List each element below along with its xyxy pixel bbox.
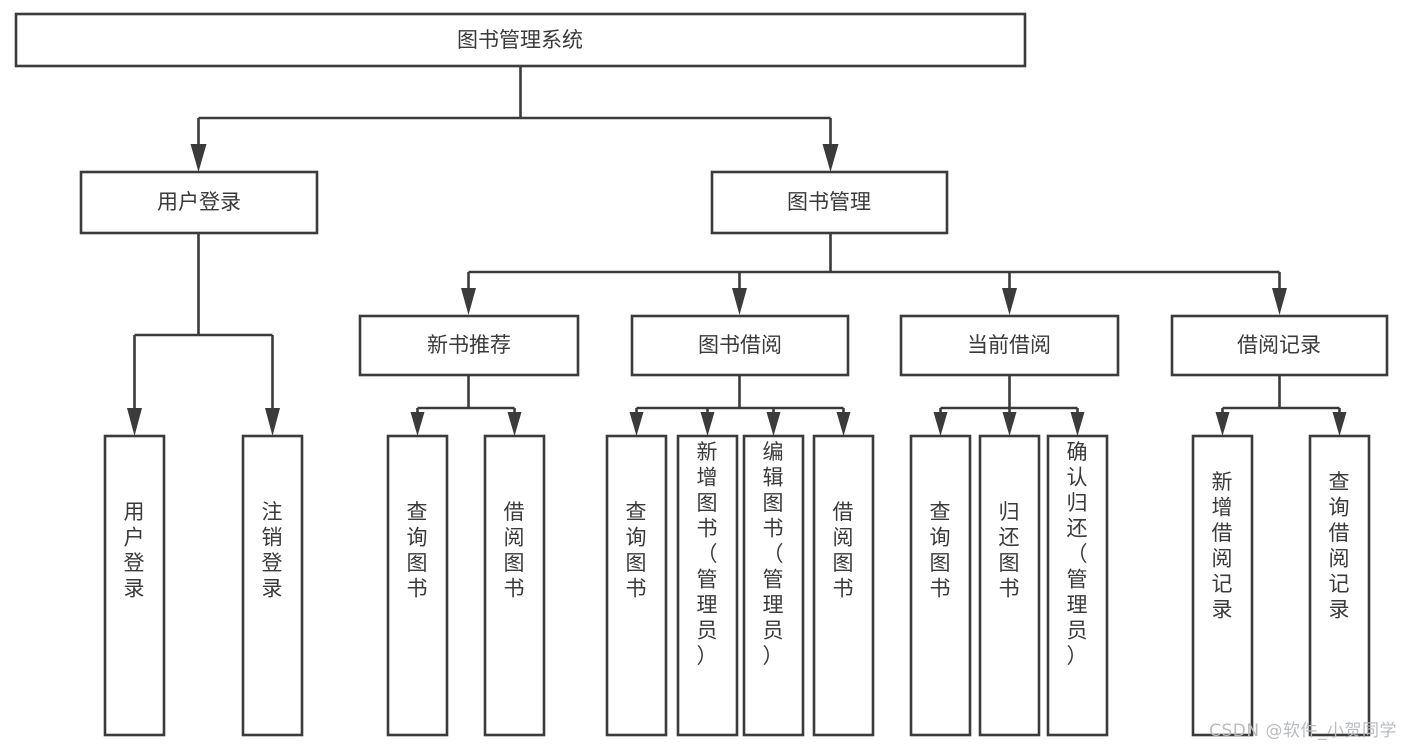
node-user-login[interactable]: 用户登录 <box>79 170 319 235</box>
node-book-management-label: 图书管理 <box>787 190 871 214</box>
arrow-head-icon <box>507 412 522 436</box>
node-leaf-confirm-return-box[interactable] <box>1046 434 1109 737</box>
node-leaf-borrow-book-2[interactable]: 借阅图书 <box>812 434 875 737</box>
edge-group-current-borrow <box>933 375 1085 436</box>
node-leaf-user-login[interactable]: 用户登录 <box>103 434 166 737</box>
arrow-head-icon <box>410 412 425 436</box>
node-root-label: 图书管理系统 <box>457 28 583 52</box>
node-new-book-recommend-box[interactable] <box>358 314 580 377</box>
edge-group-root <box>190 66 839 172</box>
node-leaf-borrow-book-1-box[interactable] <box>483 434 546 737</box>
node-leaf-add-record-box[interactable] <box>1191 434 1254 737</box>
node-leaf-query-book-1[interactable]: 查询图书 <box>386 434 449 737</box>
node-book-borrow-box[interactable] <box>630 314 850 377</box>
node-leaf-query-record-box[interactable] <box>1308 434 1371 737</box>
node-leaf-query-book-1-box[interactable] <box>386 434 449 737</box>
node-leaf-query-book-3-box[interactable] <box>909 434 972 737</box>
arrow-head-icon <box>836 412 851 436</box>
arrow-head-icon <box>1070 412 1085 436</box>
node-borrow-record-label: 借阅记录 <box>1237 333 1321 357</box>
node-borrow-record-box[interactable] <box>1170 314 1389 377</box>
node-leaf-return-book-label: 归还图书 <box>999 500 1020 601</box>
node-new-book-recommend[interactable]: 新书推荐 <box>358 314 580 377</box>
node-leaf-confirm-return[interactable]: 确认归还（管理员） <box>1046 434 1109 737</box>
node-leaf-query-record-label: 查询借阅记录 <box>1329 470 1350 622</box>
arrow-head-icon <box>190 144 207 172</box>
node-current-borrow-label: 当前借阅 <box>967 333 1051 357</box>
node-leaf-add-record-label: 新增借阅记录 <box>1212 470 1233 622</box>
node-leaf-add-record[interactable]: 新增借阅记录 <box>1191 434 1254 737</box>
node-leaf-borrow-book-1[interactable]: 借阅图书 <box>483 434 546 737</box>
node-leaf-query-book-3-label: 查询图书 <box>930 500 951 601</box>
node-new-book-recommend-label: 新书推荐 <box>427 333 511 357</box>
node-leaf-query-record[interactable]: 查询借阅记录 <box>1308 434 1371 737</box>
node-book-borrow-label: 图书借阅 <box>698 333 782 357</box>
node-root-box[interactable] <box>14 12 1027 68</box>
arrow-head-icon <box>1002 288 1017 315</box>
node-leaf-add-book-label: 新增图书（管理员） <box>697 440 718 668</box>
edge-group-book-borrow <box>629 375 851 436</box>
arrow-head-icon <box>629 412 644 436</box>
arrow-head-icon <box>1332 412 1347 436</box>
node-current-borrow[interactable]: 当前借阅 <box>899 314 1120 377</box>
arrow-head-icon <box>700 412 715 436</box>
node-book-management-box[interactable] <box>710 170 949 235</box>
edge-group-book-management <box>461 233 1287 315</box>
edge-group-user-login <box>127 233 280 436</box>
node-leaf-add-book-box[interactable] <box>676 434 739 737</box>
node-leaf-edit-book-box[interactable] <box>742 434 805 737</box>
node-user-login-label: 用户登录 <box>157 190 241 214</box>
node-user-login-box[interactable] <box>79 170 319 235</box>
node-leaf-query-book-2[interactable]: 查询图书 <box>605 434 668 737</box>
arrow-head-icon <box>1272 288 1287 315</box>
node-leaf-return-book[interactable]: 归还图书 <box>978 434 1041 737</box>
arrow-head-icon <box>461 288 476 315</box>
node-leaf-query-book-1-label: 查询图书 <box>407 500 428 601</box>
node-leaf-borrow-book-2-label: 借阅图书 <box>833 500 854 601</box>
node-leaf-borrow-book-1-label: 借阅图书 <box>504 500 525 601</box>
node-current-borrow-box[interactable] <box>899 314 1120 377</box>
node-leaf-confirm-return-label: 确认归还（管理员） <box>1067 440 1088 668</box>
arrow-head-icon <box>1215 412 1230 436</box>
arrow-head-icon <box>732 288 747 315</box>
node-leaf-query-book-2-label: 查询图书 <box>626 500 647 601</box>
node-leaf-query-book-2-box[interactable] <box>605 434 668 737</box>
arrow-head-icon <box>1002 412 1017 436</box>
node-book-management[interactable]: 图书管理 <box>710 170 949 235</box>
node-leaf-edit-book-label: 编辑图书（管理员） <box>763 440 784 668</box>
edge-group-new-book-recommend <box>410 375 522 436</box>
arrow-head-icon <box>822 144 839 172</box>
arrow-head-icon <box>933 412 948 436</box>
arrow-head-icon <box>127 408 142 436</box>
arrow-head-icon <box>766 412 781 436</box>
edge-group-borrow-record <box>1215 375 1347 436</box>
node-leaf-user-logout-label: 注销登录 <box>262 500 283 601</box>
node-leaf-user-login-label: 用户登录 <box>124 500 145 601</box>
node-leaf-borrow-book-2-box[interactable] <box>812 434 875 737</box>
node-leaf-user-logout-box[interactable] <box>241 434 304 737</box>
node-leaf-user-logout[interactable]: 注销登录 <box>241 434 304 737</box>
node-leaf-user-login-box[interactable] <box>103 434 166 737</box>
node-book-borrow[interactable]: 图书借阅 <box>630 314 850 377</box>
node-borrow-record[interactable]: 借阅记录 <box>1170 314 1389 377</box>
node-leaf-edit-book[interactable]: 编辑图书（管理员） <box>742 434 805 737</box>
node-leaf-query-book-3[interactable]: 查询图书 <box>909 434 972 737</box>
node-root[interactable]: 图书管理系统 <box>14 12 1027 68</box>
node-leaf-return-book-box[interactable] <box>978 434 1041 737</box>
arrow-head-icon <box>265 408 280 436</box>
node-leaf-add-book[interactable]: 新增图书（管理员） <box>676 434 739 737</box>
